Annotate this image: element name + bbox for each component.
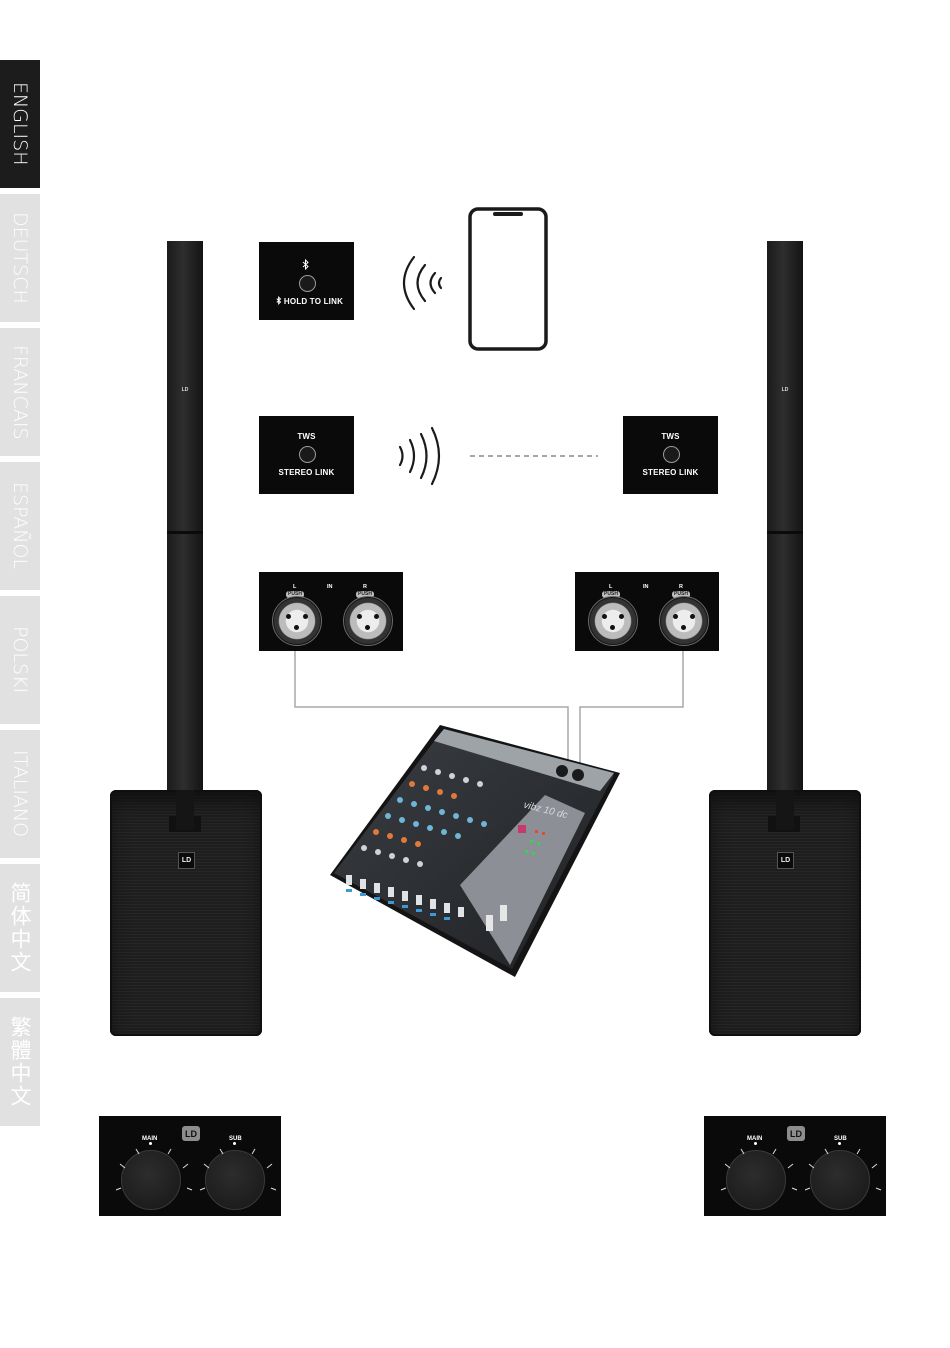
tws-panel-right: TWS STEREO LINK	[623, 416, 718, 494]
link-button[interactable]	[299, 275, 316, 292]
knob-scale-marks	[99, 1116, 281, 1216]
input-r-label: R	[363, 584, 367, 590]
mixer-illustration	[330, 725, 620, 985]
tws-button[interactable]	[299, 446, 316, 463]
bluetooth-icon	[302, 259, 310, 270]
knob-panel-left: MAIN SUB LD	[99, 1116, 281, 1216]
input-in-label: IN	[643, 584, 649, 590]
column-logo: LD	[182, 387, 189, 393]
hold-to-link-label: HOLD TO LINK	[273, 297, 354, 306]
tws-panel-left: TWS STEREO LINK	[259, 416, 354, 494]
column-logo: LD	[782, 387, 789, 393]
xlr-input-l[interactable]	[588, 596, 638, 646]
sub-logo: LD	[777, 852, 794, 869]
tws-title: TWS	[623, 432, 718, 441]
tws-waves-icon	[400, 428, 439, 484]
input-in-label: IN	[327, 584, 333, 590]
xlr-input-r[interactable]	[659, 596, 709, 646]
input-l-label: L	[609, 584, 612, 590]
tws-title: TWS	[259, 432, 354, 441]
input-l-label: L	[293, 584, 296, 590]
left-column-base	[176, 790, 194, 830]
input-panel-left: L IN R PUSH PUSH	[259, 572, 403, 651]
stereo-link-label: STEREO LINK	[623, 468, 718, 477]
stereo-link-label: STEREO LINK	[259, 468, 354, 477]
mixing-console: vibz 10 dc	[330, 725, 620, 990]
right-speaker-column: LD	[767, 241, 803, 831]
smartphone-icon	[470, 209, 546, 349]
xlr-input-l[interactable]	[272, 596, 322, 646]
xlr-input-r[interactable]	[343, 596, 393, 646]
input-r-label: R	[679, 584, 683, 590]
knob-scale-marks	[704, 1116, 886, 1216]
tws-button[interactable]	[663, 446, 680, 463]
right-column-base	[776, 790, 794, 830]
wireless-waves-icon	[404, 257, 441, 309]
knob-panel-right: MAIN SUB LD	[704, 1116, 886, 1216]
input-panel-right: L IN R PUSH PUSH	[575, 572, 719, 651]
left-speaker-column: LD	[167, 241, 203, 831]
bluetooth-panel: HOLD TO LINK	[259, 242, 354, 320]
sub-logo: LD	[178, 852, 195, 869]
